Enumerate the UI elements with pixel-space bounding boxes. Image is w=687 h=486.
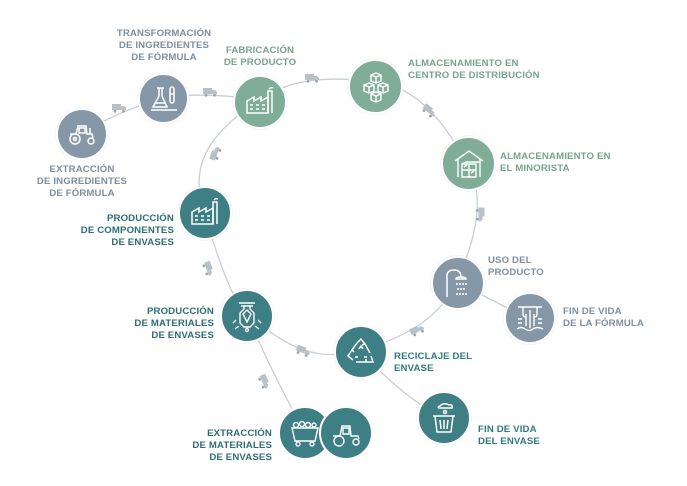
node-almacenamiento-minorista[interactable] [441,136,496,191]
recycle-icon [346,337,375,363]
truck-icon [112,104,126,113]
truck-icon [202,260,213,276]
node-fin-formula[interactable] [504,292,556,344]
lab-flask-icon [150,85,177,111]
truck-icon [422,103,435,118]
truck-icon [295,344,310,357]
truck-icon [475,207,485,222]
warehouse-icon [454,149,483,178]
factory-icon [246,86,274,114]
node-fabricacion[interactable] [233,75,287,129]
node-extraccion-ingredientes[interactable] [56,108,108,160]
node-transformacion[interactable] [138,73,189,124]
boxes-icon [362,71,389,103]
water-treatment-icon [516,306,544,332]
node-reciclaje[interactable] [334,325,388,379]
truck-icon [258,373,269,389]
truck-icon [409,325,425,337]
factory-icon [191,197,219,225]
mine-cart-tractor-icon [278,406,373,460]
truck-icon [209,146,222,161]
node-almacenamiento-cd[interactable] [348,59,403,114]
truck-icon [305,74,319,83]
shower-icon [446,269,467,297]
node-produccion-componentes[interactable] [178,186,232,240]
node-uso[interactable] [431,256,485,310]
trash-bin-icon [433,402,455,433]
node-produccion-materiales[interactable] [220,289,274,343]
truck-icon [203,88,217,97]
tractor-icon [69,125,95,145]
node-fin-envase[interactable] [417,391,471,445]
node-extraccion-materiales[interactable] [278,406,373,460]
polymer-processing-icon [232,302,262,333]
